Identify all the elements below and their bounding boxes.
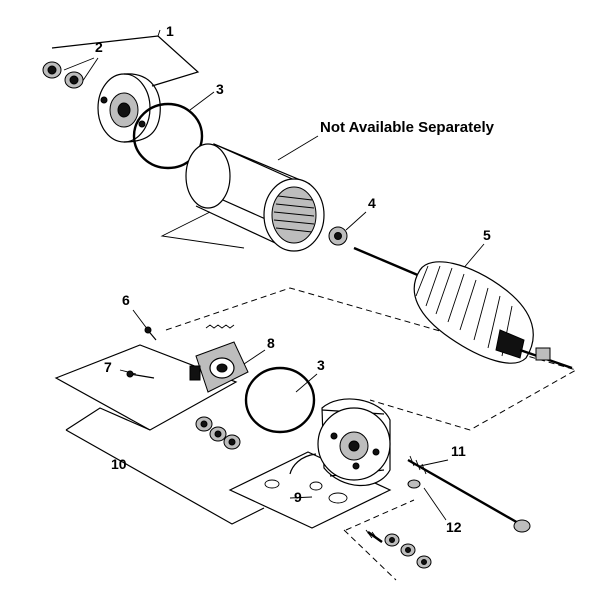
- callout-5: 5: [483, 227, 491, 243]
- through-bolt: [407, 455, 531, 533]
- callout-8: 8: [267, 335, 275, 351]
- leader-2: [63, 57, 99, 83]
- callout-3-top: 3: [216, 81, 224, 97]
- callout-12: 12: [446, 519, 462, 535]
- leader-housing-bottom: [160, 211, 245, 249]
- leader-3-bottom: [295, 373, 318, 393]
- callout-6: 6: [122, 292, 130, 308]
- leader-8: [243, 349, 266, 365]
- bushing: [407, 479, 421, 489]
- nut-3: [195, 416, 213, 432]
- brush-plate: [189, 341, 249, 393]
- leader-4: [345, 211, 367, 231]
- bracket-6-7: [54, 344, 238, 431]
- nut-1: [42, 61, 62, 79]
- terminal-nut-3: [416, 555, 432, 569]
- callout-10: 10: [111, 456, 127, 472]
- callout-3-bottom: 3: [317, 357, 325, 373]
- motor-housing: [185, 143, 325, 252]
- callout-11: 11: [451, 443, 466, 459]
- nut-2: [64, 71, 84, 89]
- bracket-10: [65, 407, 265, 525]
- leader-11: [419, 459, 449, 467]
- clip-set: [264, 479, 348, 504]
- o-ring-bottom: [244, 366, 316, 434]
- leader-3-top: [189, 91, 215, 111]
- callout-1: 1: [166, 23, 174, 39]
- terminal-nut-1: [384, 533, 400, 547]
- callout-9: 9: [294, 489, 302, 505]
- screw-7: [126, 370, 155, 379]
- not-available-caption: Not Available Separately: [320, 119, 495, 136]
- nut-4: [209, 426, 227, 442]
- o-ring-top: [132, 102, 204, 170]
- callout-4: 4: [368, 195, 376, 211]
- leader-9: [289, 496, 313, 499]
- bracket-9: [228, 451, 392, 529]
- drive-end-housing: [289, 398, 391, 487]
- bracket-1: [51, 29, 200, 87]
- brush-spring: [205, 324, 235, 329]
- screw-6: [144, 326, 157, 341]
- terminal-stud: [365, 529, 383, 543]
- leader-5: [461, 243, 485, 271]
- armature: [353, 246, 573, 370]
- leader-6: [132, 309, 149, 331]
- terminal-nut-2: [400, 543, 416, 557]
- callout-2: 2: [95, 39, 103, 55]
- leader-not-available: [277, 135, 319, 161]
- dashed-assembly-outline: [165, 287, 578, 581]
- callout-7: 7: [104, 359, 112, 375]
- thrust-washer: [328, 226, 348, 246]
- nut-5: [223, 434, 241, 450]
- leader-12: [423, 487, 447, 521]
